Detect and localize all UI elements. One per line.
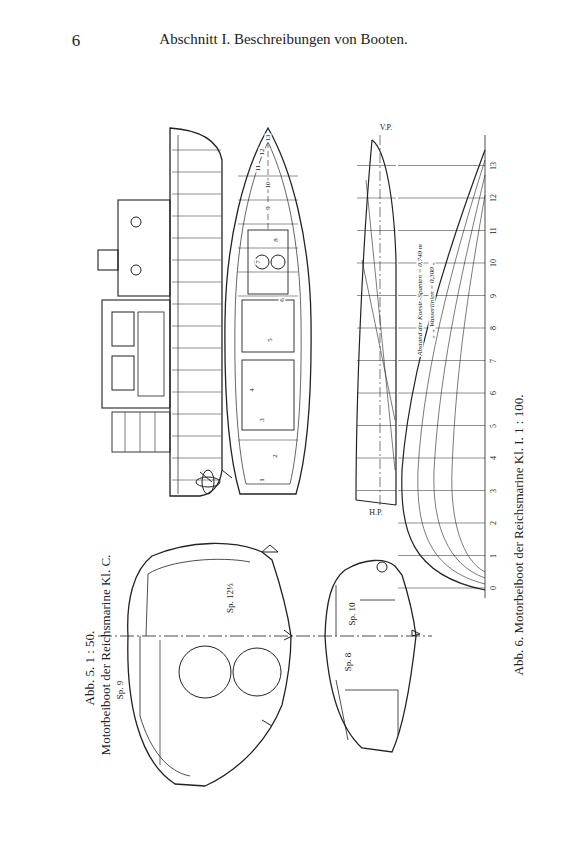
page-number: 6: [72, 32, 81, 49]
station-number: 3: [490, 489, 498, 493]
callout-number: 5: [267, 337, 274, 343]
frame-label: Sp. 12½: [226, 582, 235, 614]
station-number: 4: [490, 456, 498, 460]
callout-number: 6: [279, 297, 286, 303]
station-number: 2: [490, 521, 498, 525]
cross-sections: [98, 543, 432, 786]
perpendicular-label: V.P.: [379, 124, 393, 132]
callout-number: 12: [259, 148, 266, 157]
spacing-note: „ „ Wasserlinien = 0,300 „: [429, 261, 436, 340]
callout-number: 1: [259, 477, 266, 483]
figure-caption: Abb. 6. Motorbeiboot der Reichsmarine Kl…: [512, 395, 525, 676]
callout-number: 10: [265, 181, 272, 190]
frame-label: Sp. 9: [116, 680, 125, 701]
station-number: 9: [490, 294, 498, 298]
figure-caption: Motorbeiboot der Reichsmarine Kl. C.: [99, 555, 112, 756]
callout-number: 3: [259, 417, 266, 423]
station-number: 7: [490, 359, 498, 363]
station-number: 5: [490, 424, 498, 428]
station-number: 1: [490, 554, 498, 558]
callout-number: 8: [273, 237, 280, 243]
plan-view: [225, 128, 311, 494]
station-number: 0: [490, 586, 498, 590]
frame-label: Sp. 10: [348, 601, 357, 626]
callout-number: 13: [265, 134, 272, 143]
callout-number: 4: [249, 387, 256, 393]
lines-plan: [356, 135, 485, 598]
figure-caption: Abb. 5. 1 : 50.: [83, 631, 96, 706]
spacing-note: Abstand der Konstr.-Spanten = 0,740 m: [417, 243, 424, 356]
station-number: 6: [490, 391, 498, 395]
station-number: 12: [490, 194, 498, 202]
station-number: 8: [490, 326, 498, 330]
running-head-text: Abschnitt I. Beschreibungen von Booten.: [159, 31, 407, 47]
callout-number: 11: [255, 164, 262, 173]
station-number: 11: [490, 227, 498, 235]
callout-number: 2: [272, 453, 279, 459]
perpendicular-label: H.P.: [368, 509, 383, 517]
station-number: 10: [490, 259, 498, 267]
callout-number: 9: [265, 205, 272, 211]
callout-number: 7: [255, 259, 262, 265]
station-number: 13: [490, 162, 498, 170]
side-elevation: [98, 128, 232, 496]
frame-label: Sp. 8: [344, 652, 353, 673]
running-head: Abschnitt I. Beschreibungen von Booten.: [0, 31, 567, 48]
